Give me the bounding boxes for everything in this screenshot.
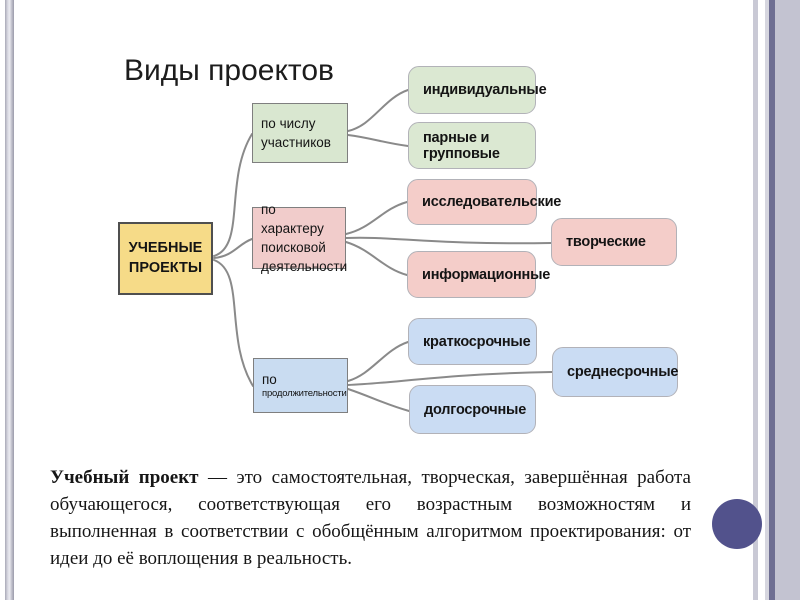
definition-body: — это самостоятельная, творческая, завер… — [50, 467, 691, 569]
leaf-box-pair-and-group: парные и групповые — [408, 122, 536, 169]
connector-search-to-research — [345, 201, 408, 235]
slide-title: Виды проектов — [124, 54, 334, 87]
connector-root-to-search — [213, 238, 253, 259]
leaf-box-short-term: краткосрочные — [408, 318, 537, 365]
leaf-pair-and-group-label: парные и групповые — [423, 129, 500, 162]
leaf-informational-label: информационные — [422, 266, 551, 283]
connector-duration-to-short-term — [347, 341, 409, 382]
connector-duration-to-medium-term — [347, 371, 553, 386]
leaf-individual-label: индивидуальные — [423, 82, 547, 98]
connector-root-to-participants — [213, 133, 253, 257]
connector-search-to-informational — [345, 241, 408, 276]
decorative-circle — [712, 499, 762, 549]
connector-root-to-duration — [213, 259, 254, 387]
leaf-box-long-term: долгосрочные — [409, 385, 536, 434]
leaf-box-individual: индивидуальные — [408, 66, 547, 114]
leaf-research-label: исследовательские — [422, 194, 562, 210]
category-box-by-search-activity: по характеру поисковой деятельности — [252, 202, 347, 274]
category-by-participants-label: по числу участников — [261, 115, 331, 150]
connector-participants-to-individual — [347, 89, 409, 132]
category-by-duration-label-line2: продолжительности — [262, 388, 347, 400]
category-box-by-participants: по числу участников — [252, 103, 348, 163]
left-border-stripe — [5, 0, 14, 600]
connector-search-to-creative — [345, 236, 552, 245]
definition-lead: Учебный проект — [50, 467, 199, 488]
category-box-by-duration: по продолжительности — [253, 358, 348, 413]
leaf-box-creative: творческие — [551, 218, 677, 266]
category-by-duration-label-line1: по — [262, 371, 277, 387]
leaf-creative-label: творческие — [566, 234, 646, 250]
leaf-long-term-label: долгосрочные — [424, 401, 527, 418]
category-by-search-activity-label: по характеру поисковой деятельности — [261, 201, 348, 275]
leaf-box-informational: информационные — [407, 251, 551, 298]
leaf-medium-term-label: среднесрочные — [567, 364, 679, 380]
root-box-label: УЧЕБНЫЕ ПРОЕКТЫ — [128, 239, 203, 276]
leaf-box-medium-term: среднесрочные — [552, 347, 678, 397]
connector-duration-to-long-term — [347, 388, 410, 412]
leaf-short-term-label: краткосрочные — [423, 333, 531, 350]
connector-participants-to-pair-group — [347, 134, 409, 147]
right-border-panel — [753, 0, 800, 600]
root-box-educational-projects: УЧЕБНЫЕ ПРОЕКТЫ — [118, 222, 213, 295]
leaf-box-research: исследовательские — [407, 179, 562, 225]
definition-paragraph: Учебный проект — это самостоятельная, тв… — [50, 464, 691, 572]
